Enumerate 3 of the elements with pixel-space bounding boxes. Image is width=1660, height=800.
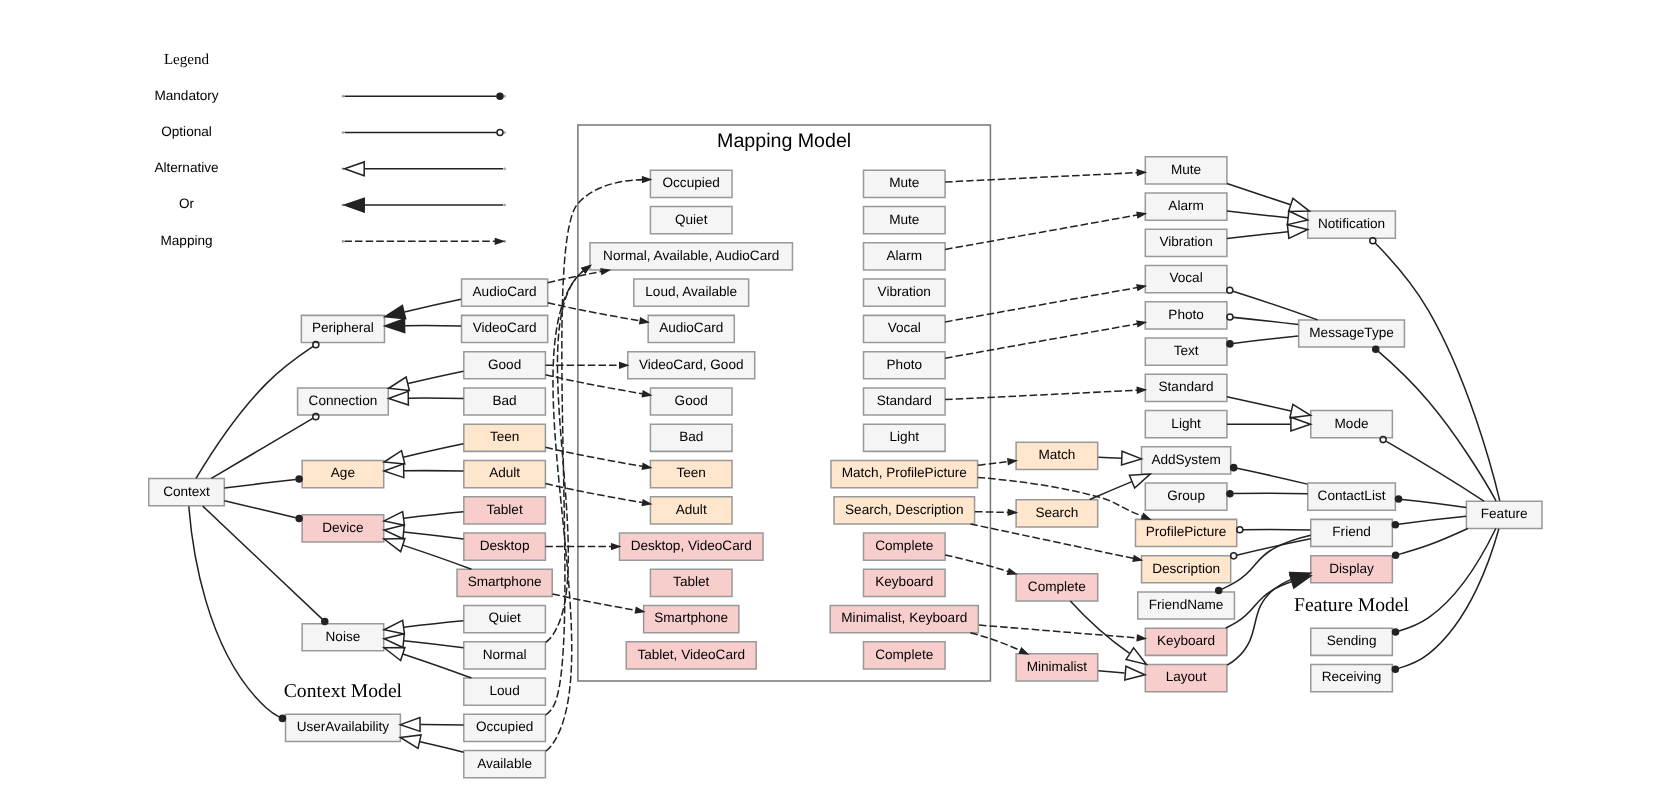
label: Legend: [162, 49, 209, 68]
label: Context Model: [282, 680, 402, 703]
label: Feature Model: [1293, 594, 1409, 617]
